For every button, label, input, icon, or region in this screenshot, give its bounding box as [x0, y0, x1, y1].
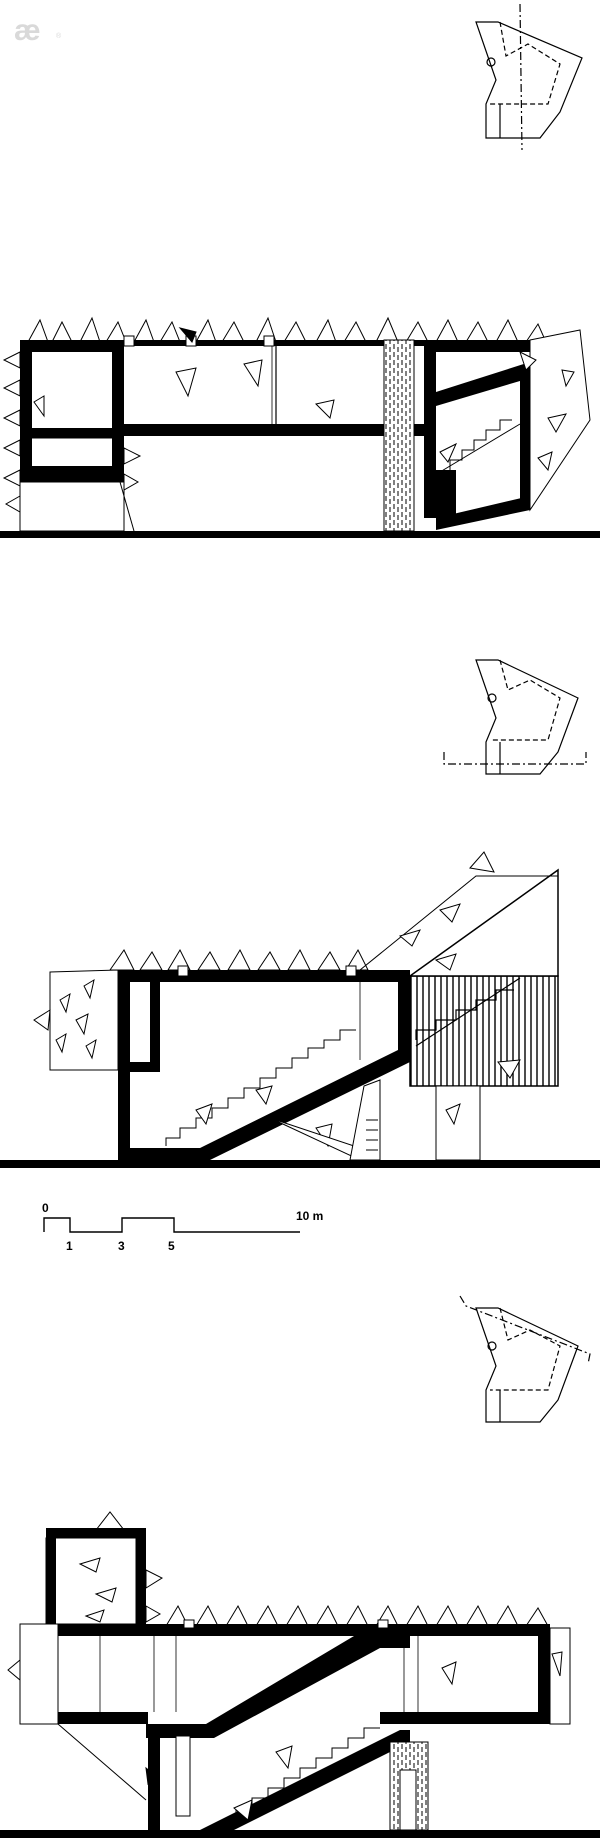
- scale-label-0: 0: [42, 1201, 49, 1215]
- key-plan-1: [475, 3, 583, 151]
- key-plan-2: [443, 659, 587, 775]
- scale-label-3: 3: [118, 1239, 125, 1253]
- logo-registered: ®: [56, 32, 62, 40]
- brand-logo: æ ®: [14, 14, 62, 47]
- scale-bar: 0 1 3 5 10 m: [42, 1201, 323, 1253]
- logo-mark: æ: [14, 14, 41, 47]
- scale-label-10m: 10 m: [296, 1209, 323, 1223]
- section-2-drawing: [0, 851, 600, 1168]
- scale-label-1: 1: [66, 1239, 73, 1253]
- section-3-drawing: [0, 1511, 600, 1838]
- section-1-drawing: [0, 316, 600, 538]
- key-plan-3: [459, 1295, 591, 1423]
- scale-label-5: 5: [168, 1239, 175, 1253]
- roof-shards: [27, 316, 547, 343]
